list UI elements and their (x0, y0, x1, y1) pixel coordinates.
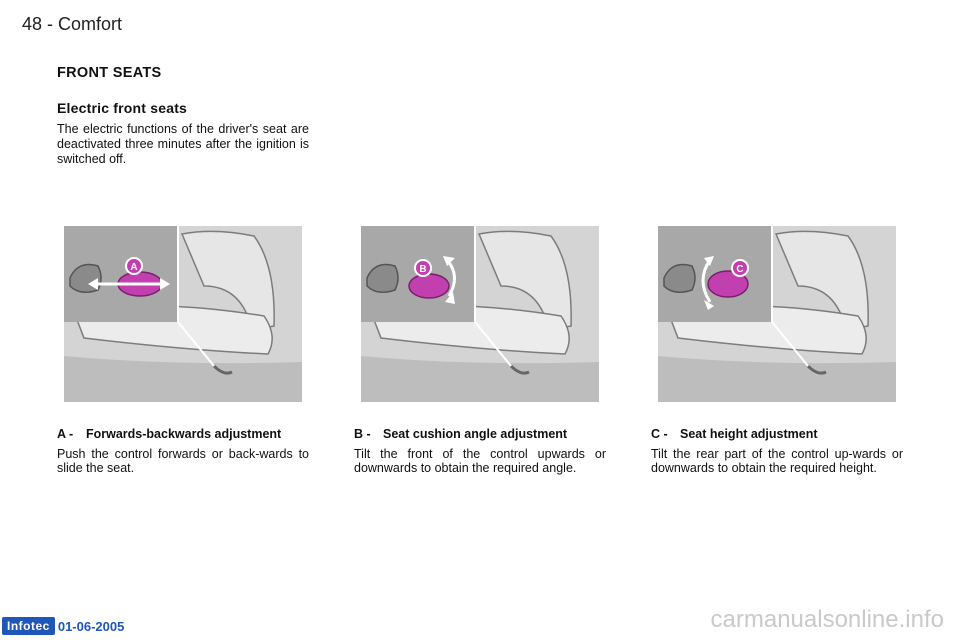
caption-a: A - Forwards-backwards adjustment Push t… (57, 427, 309, 475)
figure-seat-forwards-backwards: A (64, 226, 302, 402)
caption-title: Seat cushion angle adjustment (383, 427, 568, 441)
infotec-logo: Infotec (2, 617, 55, 635)
footer: Infotec 01-06-2005 (2, 617, 124, 635)
seat-illustration: B (361, 226, 599, 402)
figure-badge: B (419, 264, 426, 275)
seat-illustration: C (658, 226, 896, 402)
caption-body: Tilt the front of the control upwards or… (354, 447, 606, 475)
caption-title: Forwards-backwards adjustment (86, 427, 282, 441)
caption-heading: B - Seat cushion angle adjustment (354, 427, 606, 441)
caption-title: Seat height adjustment (680, 427, 818, 441)
figure-seat-height: C (658, 226, 896, 402)
caption-body: Push the control forwards or back-wards … (57, 447, 309, 475)
figure-badge: A (130, 262, 137, 273)
page-header: 48 - Comfort (22, 14, 123, 34)
caption-b: B - Seat cushion angle adjustment Tilt t… (354, 427, 606, 475)
figure-seat-cushion-angle: B (361, 226, 599, 402)
watermark: carmanualsonline.info (710, 606, 944, 633)
caption-heading: C - Seat height adjustment (651, 427, 903, 441)
seat-illustration: A (64, 226, 302, 402)
caption-body: Tilt the rear part of the control up-war… (651, 447, 903, 475)
caption-letter: A - (57, 427, 74, 441)
intro-paragraph: The electric functions of the driver's s… (57, 122, 309, 166)
figure-badge: C (736, 264, 743, 275)
caption-letter: B - (354, 427, 371, 441)
footer-date: 01-06-2005 (57, 618, 125, 634)
caption-heading: A - Forwards-backwards adjustment (57, 427, 309, 441)
caption-letter: C - (651, 427, 668, 441)
section-title: FRONT SEATS (57, 65, 162, 81)
caption-c: C - Seat height adjustment Tilt the rear… (651, 427, 903, 475)
subsection-title: Electric front seats (57, 100, 188, 116)
